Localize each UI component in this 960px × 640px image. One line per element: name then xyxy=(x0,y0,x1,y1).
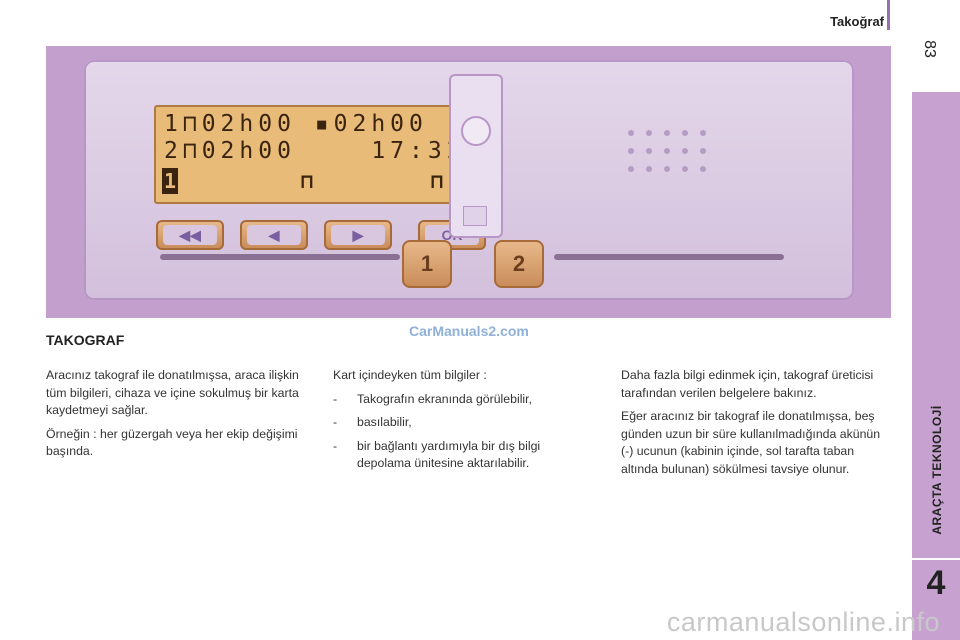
back-button-label: ◀ xyxy=(247,225,301,245)
display-line-2: 2⊓02h00 17:32 xyxy=(164,138,466,164)
back-button: ◀ xyxy=(240,220,308,250)
page-number: 83 xyxy=(921,40,938,58)
bed-icon-right: ⊓ xyxy=(430,169,444,193)
chapter-number: 4 xyxy=(926,564,946,602)
chapter-sidebar xyxy=(912,92,960,640)
forward-button-label: ▶ xyxy=(331,225,385,245)
forward-button: ▶ xyxy=(324,220,392,250)
bed-icon: ⊓ xyxy=(300,169,314,193)
sidebar-divider xyxy=(912,558,960,560)
display-line-1: 1⊓02h00 ▪02h00 ⊙ xyxy=(164,111,485,137)
paragraph: Daha fazla bilgi edinmek için, takograf … xyxy=(621,368,874,400)
watermark-carmanualsonline: carmanualsonline.info xyxy=(666,607,940,637)
paragraph: Aracınız takograf ile donatılmışsa, arac… xyxy=(46,368,299,417)
list-dash: - xyxy=(333,438,338,453)
text-column-2: Kart içindeyken tüm bilgiler : - Takograf… xyxy=(333,367,583,479)
tachograph-device: 1⊓02h00 ▪02h00 ⊙ 2⊓02h00 17:32 1 ⊓ ⊓ 1 ◀… xyxy=(84,60,854,300)
section-heading: TAKOGRAF xyxy=(46,332,125,348)
slot1-eject-button: 1 xyxy=(402,240,452,288)
paragraph: Eğer aracınız bir takograf ile donatılmı… xyxy=(621,409,881,476)
dock-latch-icon xyxy=(463,206,487,226)
paragraph: Kart içindeyken tüm bilgiler : xyxy=(333,368,487,382)
tachograph-display: 1⊓02h00 ▪02h00 ⊙ 2⊓02h00 17:32 1 ⊓ ⊓ 1 xyxy=(154,105,480,204)
watermark-carmanuals: CarManuals2.com xyxy=(409,323,529,339)
slot2-eject-button: 2 xyxy=(494,240,544,288)
list-dash: - xyxy=(333,415,338,429)
speaker-grille xyxy=(624,130,724,186)
rewind-button: ◀◀ xyxy=(156,220,224,250)
driver1-indicator: 1 xyxy=(162,168,178,194)
list-item-text: basılabilir, xyxy=(357,415,412,429)
paragraph: Örneğin : her güzergah veya her ekip değ… xyxy=(46,426,298,459)
printer-dock xyxy=(449,74,503,238)
text-column-1: Aracınız takograf ile donatılmışsa, arac… xyxy=(46,367,321,467)
header-accent-bar xyxy=(887,0,890,30)
list-item-text: bir bağlantı yardımıyla bir dış bilgi de… xyxy=(357,438,541,471)
list-item: - basılabilir, xyxy=(333,414,583,432)
tachograph-illustration: 1⊓02h00 ▪02h00 ⊙ 2⊓02h00 17:32 1 ⊓ ⊓ 1 ◀… xyxy=(46,46,891,318)
list-item: - Takografın ekranında görülebilir, xyxy=(333,391,583,409)
list-dash: - xyxy=(333,391,338,406)
card-slot-2 xyxy=(554,254,784,260)
header-section-title: Takoğraf xyxy=(830,14,884,29)
card-slot-1 xyxy=(160,254,400,260)
chapter-label: ARAÇTA TEKNOLOJİ xyxy=(930,405,944,535)
list-item: - bir bağlantı yardımıyla bir dış bilgi d… xyxy=(333,438,583,473)
rewind-button-label: ◀◀ xyxy=(163,225,217,245)
list-item-text: Takografın ekranında görülebilir, xyxy=(357,391,532,406)
dock-release-icon xyxy=(461,116,491,146)
text-column-3: Daha fazla bilgi edinmek için, takograf … xyxy=(621,367,891,484)
